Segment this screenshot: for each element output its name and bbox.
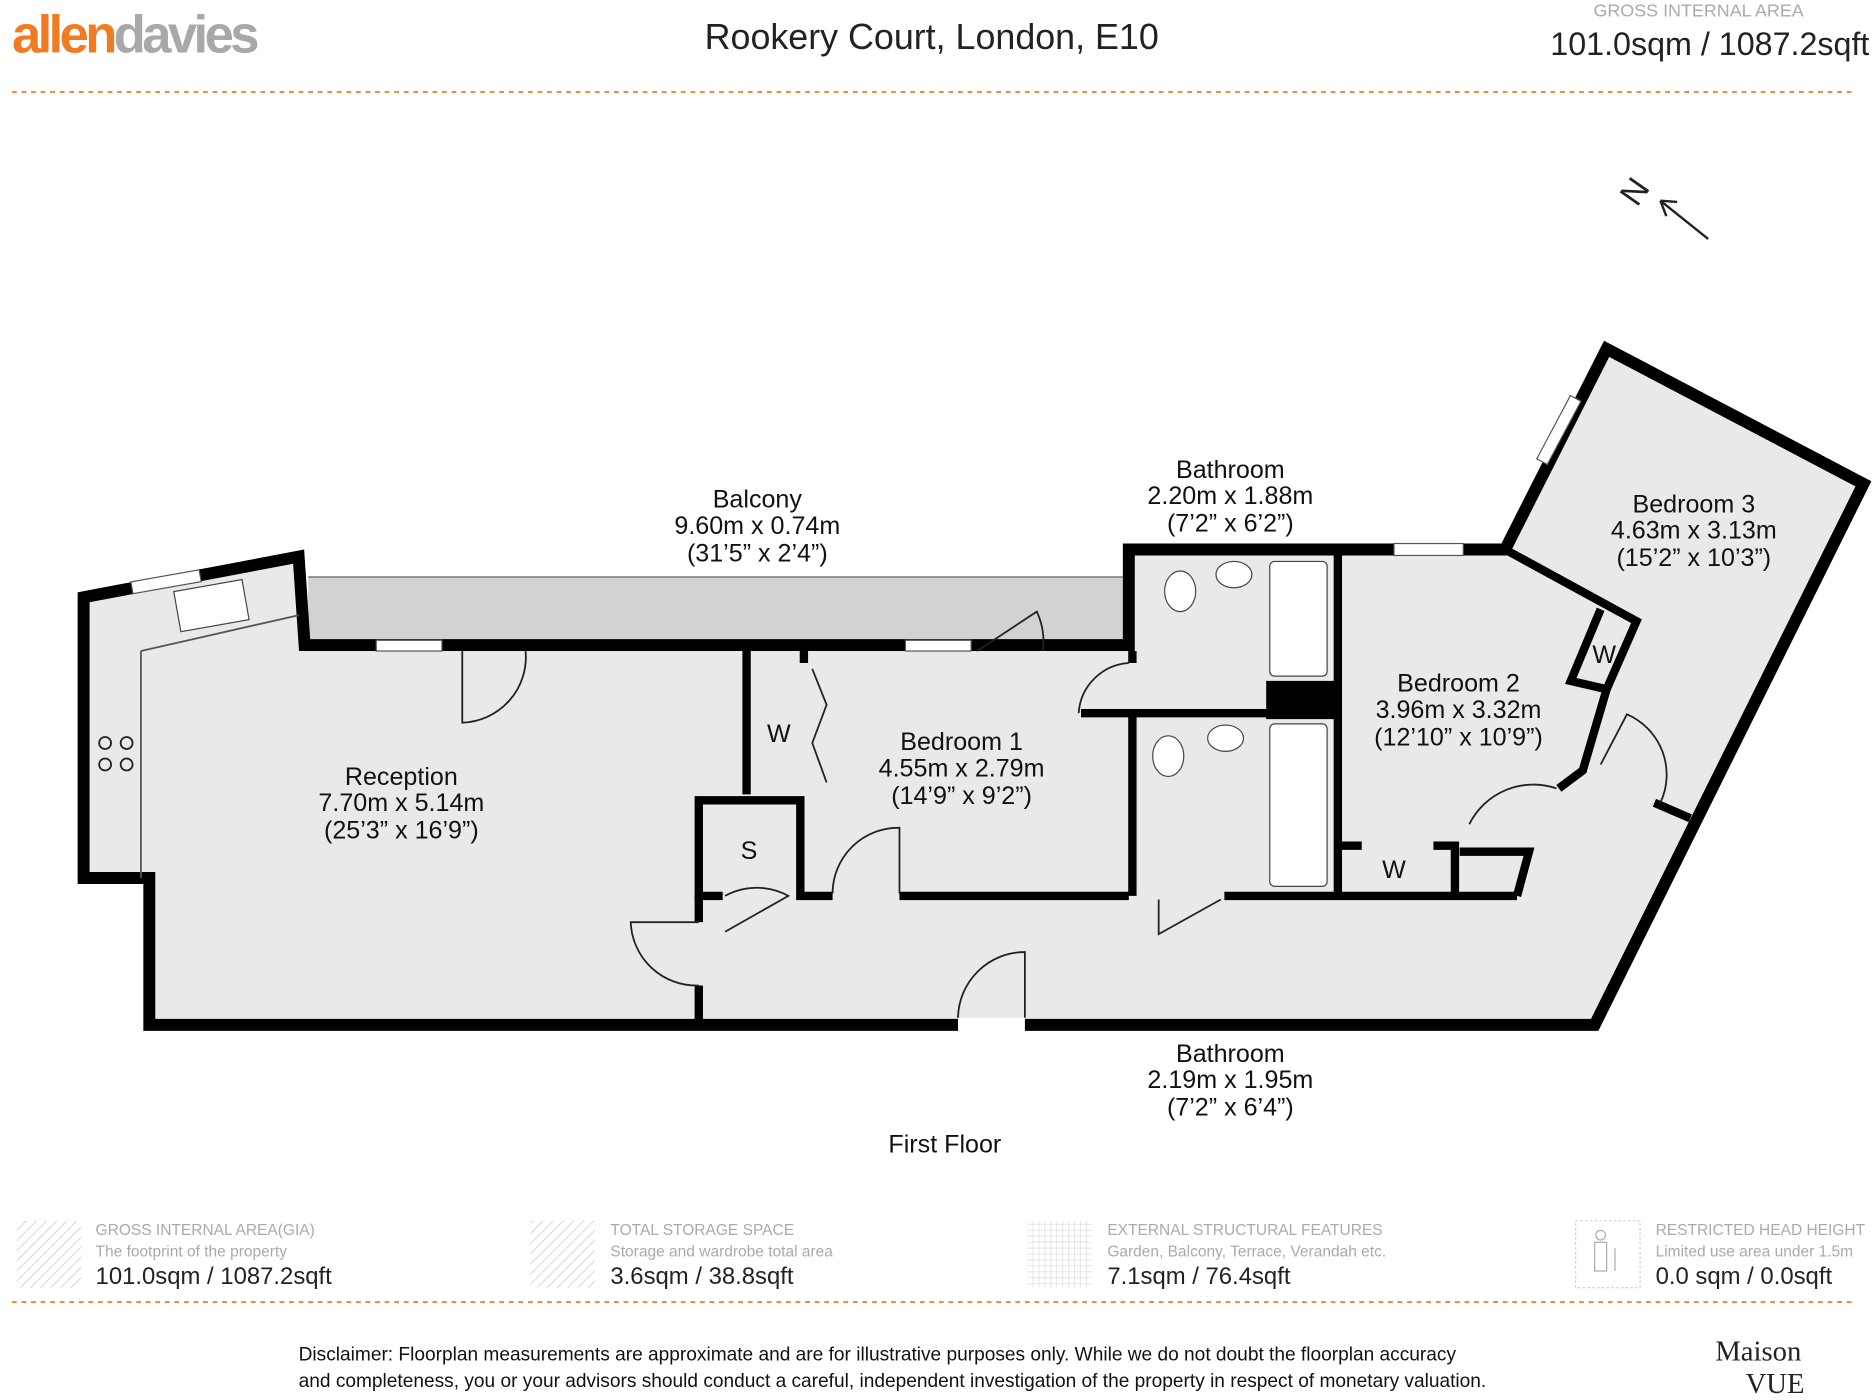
- svg-text:N: N: [1613, 171, 1657, 212]
- interior-walls: [694, 545, 1692, 1025]
- north-arrow-icon: [1659, 199, 1709, 240]
- svg-text:Bathroom: Bathroom: [1176, 456, 1285, 484]
- svg-text:Garden, Balcony, Terrace, Vera: Garden, Balcony, Terrace, Verandah etc.: [1107, 1244, 1386, 1261]
- svg-text:4.55m x 2.79m: 4.55m x 2.79m: [879, 754, 1045, 782]
- legend-external: EXTERNAL STRUCTURAL FEATURES Garden, Balc…: [1027, 1220, 1386, 1290]
- svg-text:(14’9” x 9’2”): (14’9” x 9’2”): [891, 782, 1032, 810]
- wardrobe-label: W: [1382, 856, 1406, 884]
- svg-text:4.63m x 3.13m: 4.63m x 3.13m: [1611, 517, 1777, 545]
- floor-area: [83, 348, 1864, 1025]
- maison-vue-logo: Maison VUE: [1715, 1336, 1804, 1400]
- bath-fixtures: [1152, 560, 1328, 887]
- floor-label: First Floor: [888, 1131, 1001, 1159]
- svg-text:7.70m x 5.14m: 7.70m x 5.14m: [318, 789, 484, 817]
- svg-text:GROSS INTERNAL AREA(GIA): GROSS INTERNAL AREA(GIA): [96, 1222, 315, 1239]
- north-compass: N: [1613, 171, 1709, 240]
- svg-text:Maison: Maison: [1715, 1336, 1801, 1368]
- toilet-icon: [1164, 570, 1197, 613]
- svg-text:Bathroom: Bathroom: [1176, 1040, 1285, 1068]
- svg-text:Reception: Reception: [345, 763, 458, 791]
- room-bedroom-2: Bedroom 23.96m x 3.32m(12’10” x 10’9”): [1374, 670, 1543, 752]
- legend-storage: TOTAL STORAGE SPACE Storage and wardrobe …: [530, 1220, 833, 1290]
- svg-text:Storage and wardrobe total are: Storage and wardrobe total area: [610, 1244, 833, 1261]
- svg-text:2.20m x 1.88m: 2.20m x 1.88m: [1147, 482, 1313, 510]
- legend-gia: GROSS INTERNAL AREA(GIA) The footprint of…: [16, 1220, 333, 1290]
- svg-text:2.19m x 1.95m: 2.19m x 1.95m: [1147, 1066, 1313, 1094]
- sink-icon: [173, 578, 250, 633]
- svg-text:RESTRICTED HEAD HEIGHT: RESTRICTED HEAD HEIGHT: [1656, 1222, 1866, 1239]
- svg-text:(25’3” x 16’9”): (25’3” x 16’9”): [324, 817, 479, 845]
- wardrobe-label: W: [1592, 641, 1616, 669]
- svg-text:(15’2” x 10’3”): (15’2” x 10’3”): [1616, 544, 1771, 572]
- person-icon: [1594, 1229, 1616, 1272]
- gia-label: GROSS INTERNAL AREA: [1593, 1, 1803, 21]
- toilet-icon: [1152, 735, 1185, 778]
- svg-text:3.6sqm / 38.8sqft: 3.6sqm / 38.8sqft: [610, 1263, 794, 1290]
- svg-text:The footprint of the property: The footprint of the property: [96, 1244, 288, 1261]
- hob-icon: [98, 736, 134, 772]
- svg-text:VUE: VUE: [1746, 1368, 1805, 1400]
- svg-text:(12’10” x 10’9”): (12’10” x 10’9”): [1374, 723, 1543, 751]
- svg-text:EXTERNAL STRUCTURAL FEATURES: EXTERNAL STRUCTURAL FEATURES: [1107, 1222, 1382, 1239]
- svg-text:Bedroom 3: Bedroom 3: [1632, 490, 1755, 518]
- svg-text:Balcony: Balcony: [713, 486, 803, 514]
- gia-value: 101.0sqm / 1087.2sqft: [1550, 26, 1869, 62]
- svg-text:Limited use area under 1.5m: Limited use area under 1.5m: [1656, 1244, 1854, 1261]
- disclaimer-line-2: and completeness, you or your advisors s…: [299, 1371, 1487, 1392]
- legend-head-height: RESTRICTED HEAD HEIGHT Limited use area u…: [1574, 1220, 1866, 1290]
- svg-text:(31’5” x 2’4”): (31’5” x 2’4”): [687, 539, 828, 567]
- svg-text:TOTAL STORAGE SPACE: TOTAL STORAGE SPACE: [610, 1222, 794, 1239]
- balcony-area: [308, 576, 1123, 646]
- room-bedroom-3: Bedroom 34.63m x 3.13m(15’2” x 10’3”): [1611, 490, 1777, 572]
- svg-text:3.96m x 3.32m: 3.96m x 3.32m: [1376, 696, 1542, 724]
- legend: GROSS INTERNAL AREA(GIA) The footprint of…: [16, 1220, 1866, 1290]
- svg-text:7.1sqm / 76.4sqft: 7.1sqm / 76.4sqft: [1107, 1263, 1291, 1290]
- room-bedroom-1: Bedroom 14.55m x 2.79m(14’9” x 9’2”): [879, 728, 1045, 810]
- svg-text:Bedroom 1: Bedroom 1: [900, 728, 1023, 756]
- svg-text:9.60m x 0.74m: 9.60m x 0.74m: [674, 512, 840, 540]
- svg-text:(7’2” x 6’2”): (7’2” x 6’2”): [1167, 510, 1294, 538]
- grid-swatch-icon: [1027, 1220, 1092, 1288]
- bathtub-icon: [1269, 560, 1328, 677]
- svg-text:0.0 sqm / 0.0sqft: 0.0 sqm / 0.0sqft: [1656, 1263, 1833, 1290]
- logo: allendavies: [12, 6, 262, 65]
- exterior-wall: [77, 340, 1872, 1031]
- doors: [461, 610, 1668, 1018]
- svg-text:101.0sqm / 1087.2sqft: 101.0sqm / 1087.2sqft: [96, 1263, 333, 1290]
- basin-icon: [1207, 724, 1245, 752]
- bathtub-icon: [1269, 723, 1328, 887]
- wardrobe-label: W: [767, 720, 791, 748]
- svg-text:(7’2” x 6’4”): (7’2” x 6’4”): [1167, 1094, 1294, 1122]
- storage-swatch-icon: [530, 1220, 595, 1288]
- disclaimer-line-1: Disclaimer: Floorplan measurements are a…: [299, 1345, 1457, 1366]
- basin-icon: [1215, 560, 1253, 589]
- hatch-swatch-icon: [16, 1220, 82, 1288]
- svg-text:allendavies: allendavies: [12, 6, 258, 65]
- property-title: Rookery Court, London, E10: [705, 17, 1159, 57]
- svg-text:Bedroom 2: Bedroom 2: [1397, 670, 1520, 698]
- storage-label: S: [741, 837, 758, 865]
